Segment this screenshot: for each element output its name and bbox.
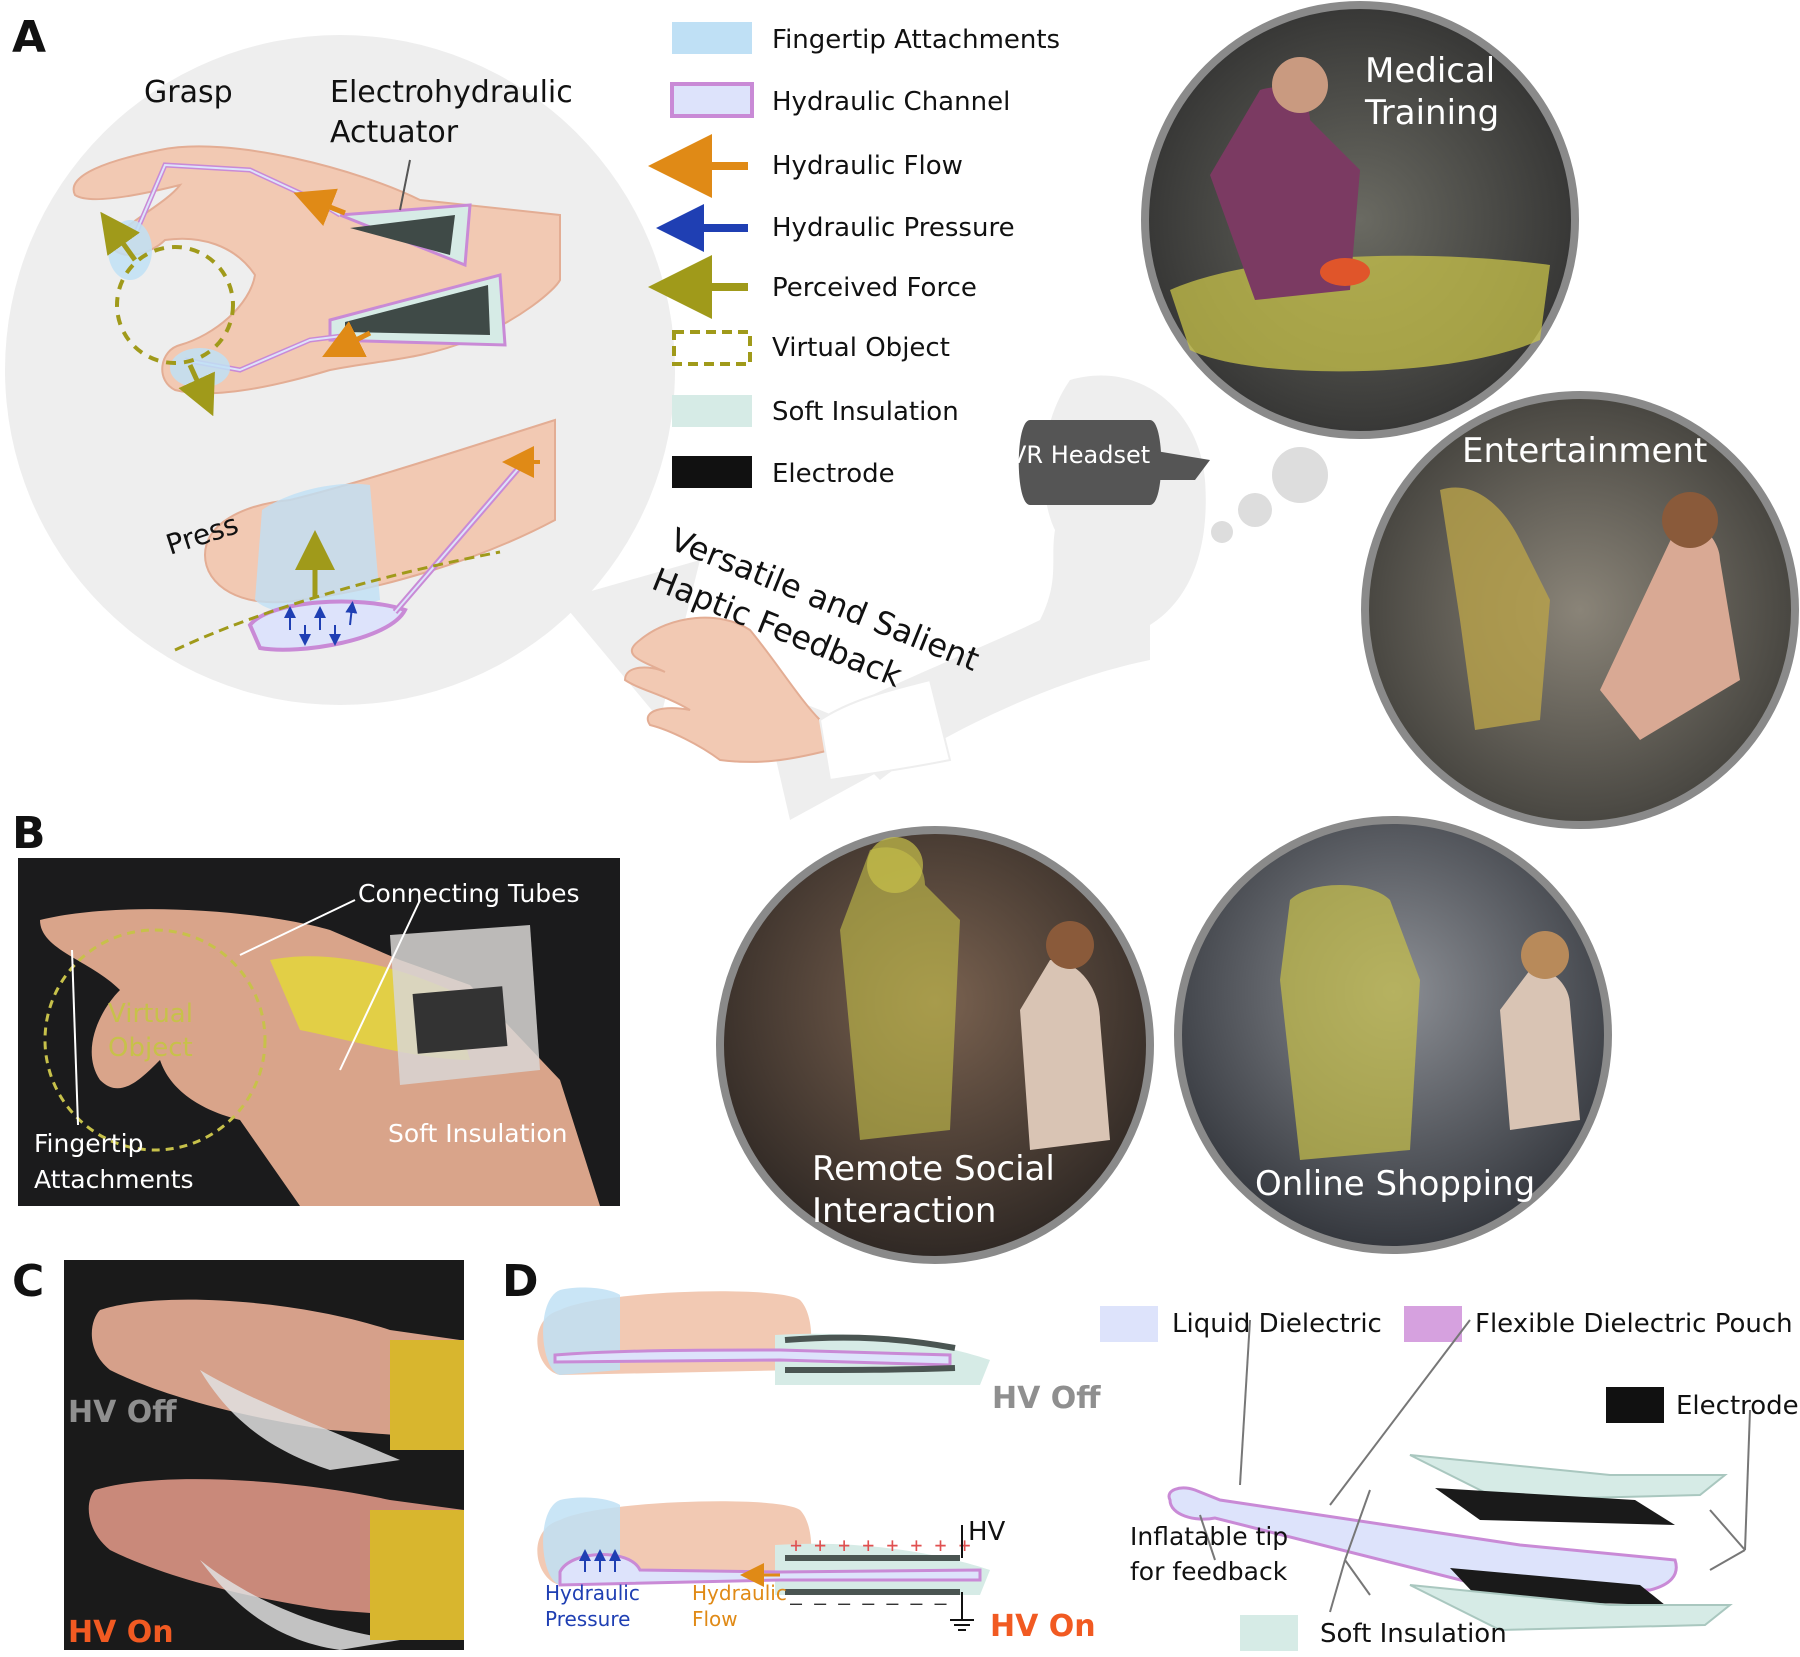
legend-swatch-fingertip	[672, 22, 752, 54]
swatch-flexible-pouch	[1404, 1306, 1462, 1342]
legend-label-pressure: Hydraulic Pressure	[772, 213, 1015, 243]
panel-label-c: C	[12, 1256, 44, 1307]
svg-text:+ + + + + + + +: + + + + + + + +	[790, 1533, 971, 1557]
actuator-label-line2: Actuator	[330, 115, 459, 150]
inflatable-tip-line2: for feedback	[1130, 1557, 1288, 1586]
hv-off-label-d: HV Off	[992, 1381, 1101, 1416]
actuator-label-line1: Electrohydraulic	[330, 75, 573, 110]
svg-text:— — — — — — —: — — — — — — —	[790, 1591, 947, 1615]
scene-medical-training	[1141, 1, 1579, 439]
connecting-tubes-label: Connecting Tubes	[358, 879, 580, 908]
flexible-pouch-label: Flexible Dielectric Pouch	[1475, 1309, 1793, 1339]
scene-entertainment-label: Entertainment	[1462, 431, 1707, 471]
press-finger-illustration	[174, 418, 556, 652]
scene-shopping-label: Online Shopping	[1255, 1164, 1535, 1204]
virtual-object-line1: Virtual	[108, 999, 193, 1029]
scene-remote-social	[716, 826, 1154, 1264]
legend: Fingertip Attachments Hydraulic Channel …	[648, 22, 1060, 489]
legend-swatch-channel	[670, 82, 754, 118]
photo-panel-b	[18, 858, 620, 1206]
hv-off-label-c: HV Off	[68, 1395, 177, 1430]
hv-terminal-label: HV	[968, 1517, 1006, 1547]
virtual-object-line2: Object	[108, 1033, 193, 1063]
grasp-hand-illustration	[72, 145, 561, 417]
liquid-dielectric-label: Liquid Dielectric	[1172, 1309, 1382, 1339]
scene-online-shopping	[1174, 816, 1612, 1254]
legend-swatch-virtual	[672, 330, 752, 366]
panel-label-b: B	[12, 808, 46, 859]
exploded-actuator-illustration	[1100, 1306, 1751, 1651]
scene-social-line1: Remote Social	[812, 1149, 1055, 1189]
legend-label-flow: Hydraulic Flow	[772, 151, 963, 181]
vr-headset-label: VR Headset	[1010, 441, 1150, 469]
legend-label-force: Perceived Force	[772, 273, 977, 303]
grasp-label: Grasp	[144, 75, 233, 110]
legend-swatch-insulation	[672, 395, 752, 427]
panel-label-d: D	[502, 1256, 539, 1307]
inflatable-tip-line1: Inflatable tip	[1130, 1522, 1288, 1551]
hv-on-label-c: HV On	[68, 1615, 174, 1650]
legend-label-virtual: Virtual Object	[772, 333, 950, 363]
fingertip-attachments-line1: Fingertip	[34, 1129, 144, 1158]
pressure-label-line1: Hydraulic	[545, 1581, 640, 1605]
flow-label-line1: Hydraulic	[692, 1581, 787, 1605]
legend-label-electrode: Electrode	[772, 459, 895, 489]
scene-entertainment	[1361, 391, 1799, 829]
legend-label-insulation: Soft Insulation	[772, 397, 959, 427]
swatch-electrode	[1606, 1387, 1664, 1423]
fingertip-attachments-line2: Attachments	[34, 1165, 194, 1194]
legend-label-channel: Hydraulic Channel	[772, 87, 1010, 117]
finger-hv-on-illustration: + + + + + + + + — — — — — — —	[537, 1497, 990, 1631]
legend-label-fingertip: Fingertip Attachments	[772, 25, 1060, 55]
photo-panel-c	[64, 1260, 464, 1650]
reaching-hand-illustration	[623, 616, 952, 782]
legend-swatch-electrode	[672, 456, 752, 488]
soft-insulation-label-d: Soft Insulation	[1320, 1619, 1507, 1649]
scene-medical-line2: Training	[1364, 93, 1499, 133]
scene-medical-line1: Medical	[1365, 51, 1495, 91]
soft-insulation-label-b: Soft Insulation	[388, 1119, 568, 1148]
pressure-label-line2: Pressure	[545, 1607, 630, 1631]
hv-on-label-d: HV On	[990, 1609, 1096, 1644]
swatch-soft-insulation	[1240, 1615, 1298, 1651]
swatch-liquid-dielectric	[1100, 1306, 1158, 1342]
finger-hv-off-illustration	[537, 1287, 990, 1385]
scene-social-line2: Interaction	[812, 1191, 996, 1231]
panel-label-a: A	[12, 12, 46, 63]
flow-label-line2: Flow	[692, 1607, 738, 1631]
electrode-label-d: Electrode	[1676, 1391, 1799, 1421]
